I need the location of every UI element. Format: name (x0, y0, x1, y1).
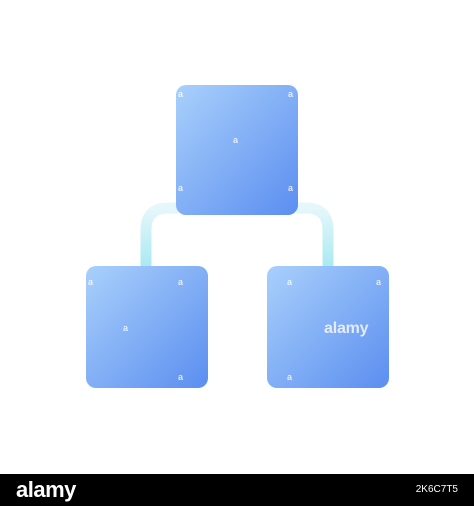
image-id: 2K6C7T5 (415, 484, 458, 495)
connector-lines (140, 202, 334, 268)
hierarchy-icon-graphic (86, 85, 389, 388)
footer-bar: alamy 2K6C7T5 (0, 474, 474, 506)
hierarchy-icon: a a a a a a a a a a a a alamy (86, 85, 389, 388)
left-node-box (86, 266, 208, 388)
top-node-box (176, 85, 298, 215)
brand-logo: alamy (16, 477, 76, 502)
right-node-box (267, 266, 389, 388)
